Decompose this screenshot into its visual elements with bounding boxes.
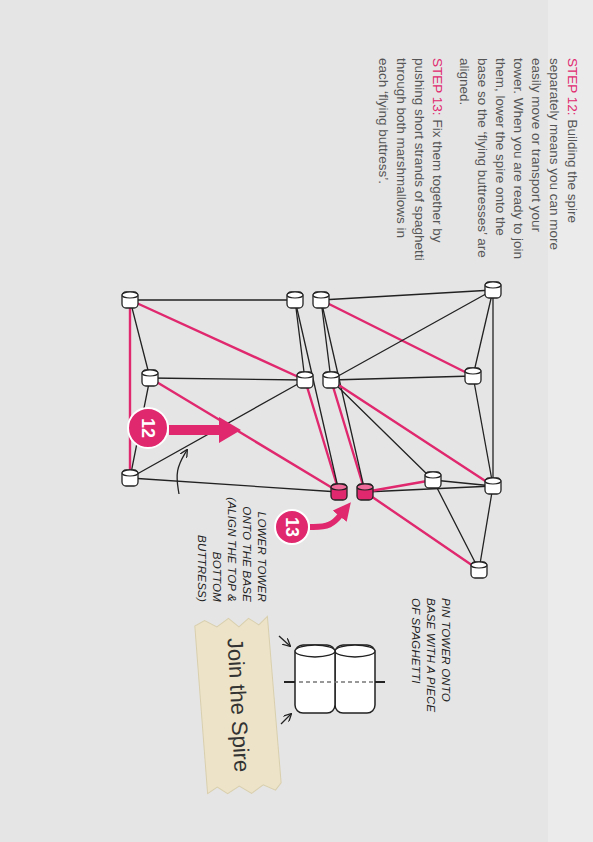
marshmallow-cap [142, 370, 158, 376]
spaghetti-strut [130, 299, 295, 300]
handwritten-note: LOWER TOWER ONTO THE BASE (ALIGN THE TOP… [196, 497, 268, 602]
step-text: STEP 12:Building the spire separately me… [455, 58, 581, 263]
spaghetti-strut [130, 380, 305, 478]
marshmallow-body [313, 292, 329, 308]
marshmallow-cap [323, 372, 339, 378]
marshmallow [331, 484, 347, 500]
spaghetti-strut [473, 290, 493, 376]
tower-struts [130, 290, 493, 570]
callout: 13 [280, 507, 304, 547]
marshmallow-body [142, 370, 158, 386]
spaghetti-strut [473, 376, 493, 486]
marshmallow [357, 484, 373, 500]
marshmallow-cap [485, 282, 501, 288]
marshmallows [122, 282, 501, 578]
marshmallow-body [287, 292, 303, 308]
marshmallow [485, 282, 501, 298]
spaghetti-strut [129, 300, 131, 478]
marshmallow [323, 372, 339, 388]
title: Join the Spire [195, 613, 281, 797]
marshmallow [471, 562, 487, 578]
marshmallow-cap [465, 368, 481, 374]
marshmallow [142, 370, 158, 386]
spaghetti-strut [331, 380, 433, 480]
step-text: STEP 13:Fix them together by pushing sho… [374, 58, 446, 263]
marshmallow-cap [295, 645, 335, 657]
marshmallow [122, 470, 138, 486]
marshmallow-body [485, 478, 501, 494]
handwritten-note: PIN TOWER ONTO BASE WITH A PIECE OF SPAG… [410, 598, 452, 712]
marshmallow-body [295, 645, 335, 713]
callout-circles [128, 408, 309, 544]
marshmallow-cap [425, 472, 441, 478]
marshmallow-body [465, 368, 481, 384]
step-heading: STEP 13: [430, 58, 445, 116]
spaghetti-strut [331, 290, 493, 380]
marshmallow-body [297, 372, 313, 388]
marshmallow-body [425, 472, 441, 488]
marshmallow-cap [471, 562, 487, 568]
spaghetti-strut [433, 480, 479, 570]
spaghetti-strut [321, 300, 473, 376]
marshmallow-body [122, 292, 138, 308]
marshmallow-cap [331, 484, 347, 490]
callout: 12 [136, 408, 160, 448]
marshmallow [465, 368, 481, 384]
marshmallow [425, 472, 441, 488]
spaghetti-strut [433, 480, 493, 486]
spaghetti-strut [150, 378, 339, 492]
note: PIN TOWER ONTO BASE WITH A PIECE OF SPAG… [408, 598, 453, 720]
marshmallow-cap [287, 292, 303, 298]
note: LOWER TOWER ONTO THE BASE (ALIGN THE TOP… [194, 494, 269, 602]
push-arrow [281, 714, 291, 724]
marshmallow-cap [122, 292, 138, 298]
spaghetti-strut [130, 478, 339, 492]
callout-number: 13 [282, 517, 302, 537]
marshmallow-cap [122, 470, 138, 476]
spaghetti-strut [321, 300, 365, 492]
spaghetti-strut [492, 290, 493, 486]
marshmallow-cap [313, 292, 329, 298]
callout-number: 12 [138, 418, 158, 438]
spaghetti-end [284, 681, 295, 683]
leader-line [177, 450, 187, 494]
spaghetti-strut [130, 300, 150, 378]
spaghetti-strut [130, 300, 305, 380]
step-body: Building the spire separately means you … [457, 58, 580, 259]
spaghetti-strut [479, 486, 493, 570]
marshmallow-body [335, 645, 375, 713]
marshmallow [485, 478, 501, 494]
spaghetti-strut [331, 380, 493, 486]
marshmallow-body [485, 282, 501, 298]
marshmallow [287, 292, 303, 308]
spaghetti-strut [295, 300, 339, 492]
pin-detail [279, 636, 385, 724]
spaghetti-strut [321, 290, 493, 300]
step-heading: STEP 12: [565, 58, 580, 116]
spaghetti-strut [150, 378, 305, 380]
marshmallow-body [331, 484, 347, 500]
spaghetti-strut [331, 376, 473, 380]
callout-circle [275, 510, 309, 544]
marshmallow [313, 292, 329, 308]
marshmallow-body [323, 372, 339, 388]
marshmallow-cap [485, 478, 501, 484]
marshmallow-cap [357, 484, 373, 490]
spaghetti-end [375, 681, 385, 683]
marshmallow-cap [297, 372, 313, 378]
callout-circle [128, 408, 168, 448]
marshmallow-body [122, 470, 138, 486]
spaghetti-strut [365, 492, 479, 570]
marshmallow [297, 372, 313, 388]
spaghetti-strut [365, 480, 433, 492]
marshmallow-body [471, 562, 487, 578]
marshmallow-cap [335, 645, 375, 657]
move-arrow [169, 417, 241, 443]
marshmallow [122, 292, 138, 308]
marshmallow-body [357, 484, 373, 500]
push-arrow [279, 636, 290, 646]
pin-arrow [310, 512, 343, 527]
hidden-spaghetti [297, 681, 373, 682]
